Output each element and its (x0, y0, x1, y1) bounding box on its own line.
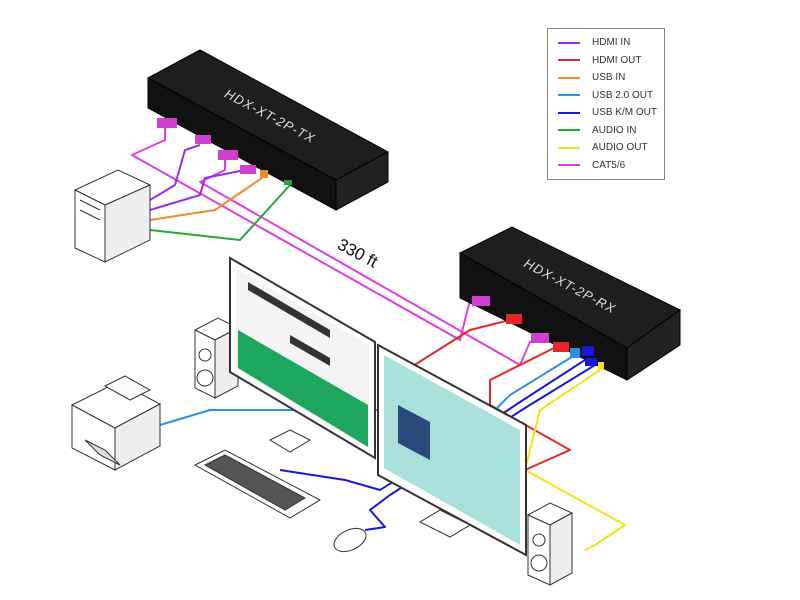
usb-km-out-cable-2 (364, 364, 596, 531)
usb-port-connector (260, 170, 268, 178)
legend-item: USB 2.0 OUT (558, 87, 664, 105)
audio-out-cable (524, 369, 626, 551)
legend-item: AUDIO OUT (558, 139, 664, 157)
legend: HDMI IN HDMI OUT USB IN USB 2.0 OUT USB K/M … (547, 28, 665, 180)
legend-item: HDMI IN (558, 34, 664, 52)
legend-swatch (558, 111, 580, 114)
monitor-left (229, 256, 376, 460)
legend-label: AUDIO OUT (592, 142, 648, 154)
cat-port-connector (218, 150, 238, 160)
keyboard (193, 449, 322, 519)
hdmi-in-cable-2 (149, 169, 246, 211)
legend-label: HDMI IN (592, 37, 631, 49)
cat-port-connector (157, 118, 177, 128)
monitor-right (377, 343, 527, 557)
hdmi-in-cable-1 (149, 144, 201, 201)
legend-swatch (558, 94, 580, 97)
legend-label: CAT5/6 (592, 159, 626, 171)
legend-item: USB IN (558, 69, 664, 87)
hdmi-port-connector (195, 135, 211, 144)
speaker-right (526, 502, 574, 586)
receiver-device: HDX-XT-2P-RX (458, 226, 681, 381)
legend-swatch (558, 146, 580, 149)
legend-swatch (558, 129, 580, 132)
legend-swatch (558, 59, 580, 62)
transmitter-device: HDX-XT-2P-TX (146, 49, 390, 211)
distance-label: 330 ft (334, 235, 381, 272)
legend-item: CAT5/6 (558, 157, 664, 175)
audio-in-cable (149, 184, 291, 241)
computer-tower (73, 169, 152, 263)
legend-item: AUDIO IN (558, 122, 664, 140)
usb-in-cable (149, 177, 263, 221)
hdmi-port-connector (240, 165, 256, 174)
legend-swatch (558, 76, 580, 79)
legend-label: HDMI OUT (592, 54, 642, 66)
legend-label: AUDIO IN (592, 124, 637, 136)
mouse (333, 527, 367, 553)
legend-swatch (558, 41, 580, 44)
legend-label: USB IN (592, 72, 626, 84)
legend-item: USB K/M OUT (558, 104, 664, 122)
legend-item: HDMI OUT (558, 52, 664, 70)
audio-port-connector (284, 180, 292, 185)
legend-swatch (558, 164, 580, 167)
printer (70, 375, 162, 471)
legend-label: USB 2.0 OUT (592, 89, 654, 101)
legend-label: USB K/M OUT (592, 107, 658, 119)
